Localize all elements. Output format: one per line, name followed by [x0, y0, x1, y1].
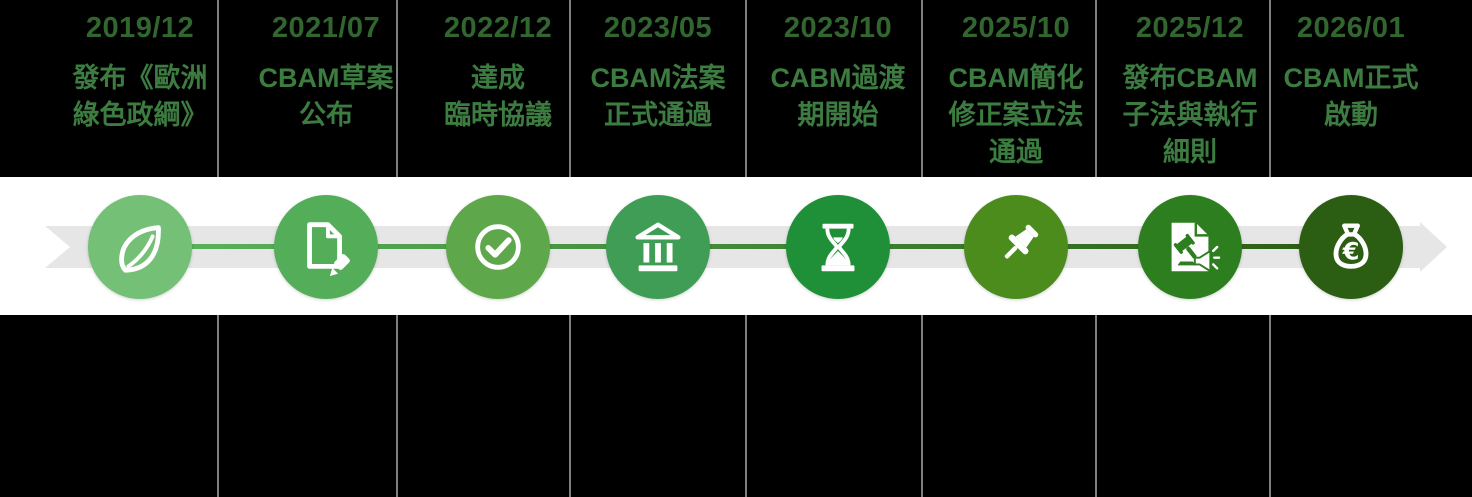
column-divider	[1095, 315, 1097, 497]
milestone-column: 2026/01 CBAM正式啟動	[1271, 0, 1431, 134]
column-divider	[745, 0, 747, 177]
milestone-description-line: 通過	[989, 137, 1043, 167]
milestone-description: CBAM草案公布	[246, 60, 406, 134]
column-divider	[921, 0, 923, 177]
bank-icon	[627, 216, 689, 278]
milestone-date: 2023/10	[783, 12, 893, 44]
column-divider	[217, 0, 219, 177]
milestone-date: 2026/01	[1296, 12, 1406, 44]
milestone-description-line: 啟動	[1324, 100, 1378, 130]
milestone-description-line: CABM過渡	[770, 63, 906, 93]
timeline-band: €	[0, 177, 1472, 315]
column-divider	[1269, 0, 1271, 177]
milestone-column: 2023/10 CABM過渡期開始	[758, 0, 918, 134]
milestone-description-line: 臨時協議	[444, 100, 552, 130]
milestone-description-line: 期開始	[797, 100, 879, 130]
timeline-node	[964, 195, 1068, 299]
milestone-description: CBAM法案正式通過	[578, 60, 738, 134]
check-circle-icon	[467, 216, 529, 278]
milestone-description-line: 達成	[471, 63, 525, 93]
timeline-node	[786, 195, 890, 299]
milestone-date: 2019/12	[85, 12, 195, 44]
timeline-node	[274, 195, 378, 299]
timeline-node: €	[1299, 195, 1403, 299]
milestone-column: 2022/12 達成臨時協議	[418, 0, 578, 134]
milestone-description-line: 發布《歐洲	[72, 63, 208, 93]
timeline-node	[446, 195, 550, 299]
milestone-date: 2022/12	[443, 12, 553, 44]
timeline-node	[88, 195, 192, 299]
milestone-description-line: 子法與執行	[1122, 100, 1258, 130]
milestone-description: 發布《歐洲綠色政綱》	[60, 60, 220, 134]
milestone-description-line: 綠色政綱》	[72, 100, 208, 130]
milestone-column: 2025/12 發布CBAM 子法與執行細則	[1110, 0, 1270, 171]
milestone-description-line: 發布CBAM	[1122, 63, 1258, 93]
gavel-announcement-icon	[1159, 216, 1221, 278]
milestone-description-line: CBAM簡化	[948, 63, 1084, 93]
euro-money-bag-icon: €	[1320, 216, 1382, 278]
column-divider	[1269, 315, 1271, 497]
milestone-description: CBAM正式啟動	[1271, 60, 1431, 134]
milestone-description: 達成臨時協議	[418, 60, 578, 134]
column-divider	[396, 315, 398, 497]
column-divider	[217, 315, 219, 497]
milestone-description: CBAM簡化修正案立法通過	[936, 60, 1096, 171]
timeline-node	[606, 195, 710, 299]
milestone-column: 2019/12 發布《歐洲綠色政綱》	[60, 0, 220, 134]
milestone-description-line: CBAM法案	[590, 63, 726, 93]
milestone-date: 2023/05	[603, 12, 713, 44]
column-divider	[569, 315, 571, 497]
milestone-description-line: 細則	[1163, 137, 1217, 167]
milestone-description-line: CBAM正式	[1283, 63, 1419, 93]
milestone-column: 2025/10 CBAM簡化修正案立法通過	[936, 0, 1096, 171]
column-divider	[569, 0, 571, 177]
milestone-description-line: CBAM草案	[258, 63, 394, 93]
pushpin-icon	[985, 216, 1047, 278]
milestone-column: 2021/07 CBAM草案公布	[246, 0, 406, 134]
milestone-date: 2025/10	[961, 12, 1071, 44]
leaf-icon	[109, 216, 171, 278]
document-draft-icon	[295, 216, 357, 278]
svg-text:€: €	[1342, 238, 1360, 266]
column-divider	[745, 315, 747, 497]
column-divider	[396, 0, 398, 177]
hourglass-icon	[807, 216, 869, 278]
milestone-description-line: 正式通過	[604, 100, 712, 130]
milestone-column: 2023/05 CBAM法案正式通過	[578, 0, 738, 134]
milestone-description: 發布CBAM 子法與執行細則	[1110, 60, 1270, 171]
milestone-date: 2025/12	[1135, 12, 1245, 44]
timeline-node	[1138, 195, 1242, 299]
milestone-description: CABM過渡期開始	[758, 60, 918, 134]
milestone-date: 2021/07	[271, 12, 381, 44]
column-divider	[1095, 0, 1097, 177]
column-divider	[921, 315, 923, 497]
timeline-connector-line	[140, 244, 1351, 249]
milestone-description-line: 公布	[299, 100, 353, 130]
milestone-description-line: 修正案立法	[948, 100, 1084, 130]
